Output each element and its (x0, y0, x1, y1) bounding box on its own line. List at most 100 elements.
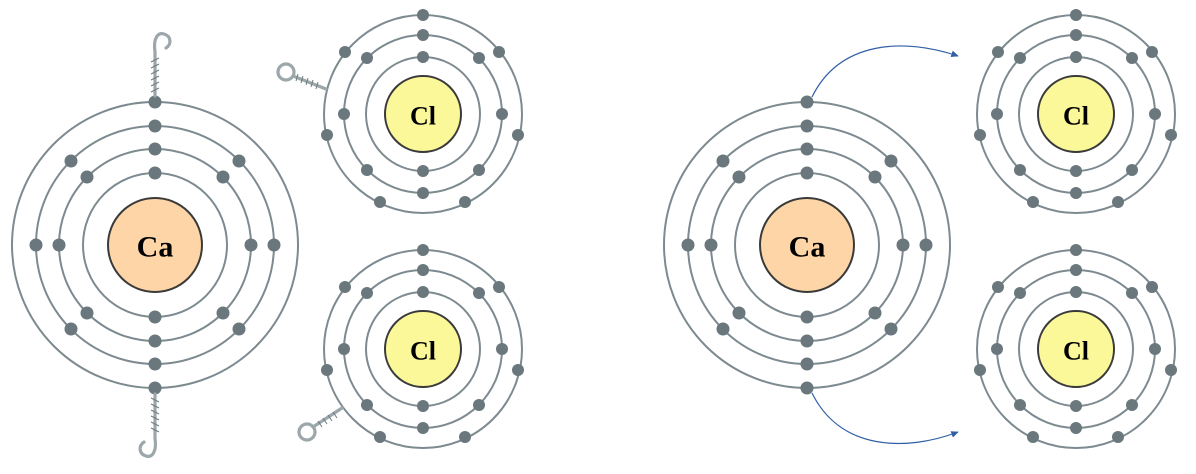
electron (1165, 364, 1177, 376)
electron (1070, 286, 1082, 298)
chlorine-symbol: Cl (1063, 102, 1089, 131)
electron (493, 281, 505, 293)
calcium-nucleus (759, 197, 855, 293)
electron (417, 264, 429, 276)
electron (1112, 431, 1124, 443)
chlorine-nucleus (1037, 75, 1115, 153)
electron (417, 400, 429, 412)
electron (800, 334, 814, 348)
electron (148, 357, 162, 371)
electron (473, 164, 485, 176)
hook-top-icon (150, 32, 172, 98)
electron (148, 381, 162, 395)
electron (800, 381, 814, 395)
electron-transfer-arrow-top (811, 45, 959, 98)
electron (1149, 343, 1161, 355)
electron (868, 306, 882, 320)
electron (974, 364, 986, 376)
chlorine-nucleus (1037, 310, 1115, 388)
electron (493, 46, 505, 58)
electron (321, 129, 333, 141)
eye-hook-icon (276, 62, 328, 91)
electron (992, 46, 1004, 58)
chlorine-atom-right-bottom: Cl (974, 244, 1177, 449)
electron (800, 142, 814, 156)
electron (374, 196, 386, 208)
chlorine-atom-left-top: Cl (321, 9, 524, 214)
calcium-electrons (29, 95, 281, 395)
electron (361, 399, 373, 411)
electron (244, 238, 258, 252)
electron (459, 196, 471, 208)
chlorine-nucleus (384, 75, 462, 153)
electron (459, 431, 471, 443)
electron (1070, 165, 1082, 177)
electron (800, 95, 814, 109)
electron (80, 170, 94, 184)
electron (338, 108, 350, 120)
calcium-symbol: Ca (789, 231, 826, 264)
electron (1165, 129, 1177, 141)
electron (417, 9, 429, 21)
electron (338, 343, 350, 355)
electron (800, 119, 814, 133)
electron (716, 154, 730, 168)
electron (1014, 52, 1026, 64)
calcium-symbol: Ca (137, 231, 174, 264)
electron (884, 154, 898, 168)
calcium-nucleus (107, 197, 203, 293)
electron (473, 399, 485, 411)
electron-transfer-arrow-bottom (811, 392, 959, 445)
electron (512, 129, 524, 141)
electron (473, 52, 485, 64)
electron (361, 52, 373, 64)
electron (339, 46, 351, 58)
electron (1070, 244, 1082, 256)
electron (361, 164, 373, 176)
electron (80, 306, 94, 320)
electron (1014, 399, 1026, 411)
electron (800, 357, 814, 371)
electron (868, 170, 882, 184)
electron (1146, 281, 1158, 293)
electron (148, 310, 162, 324)
electron (216, 306, 230, 320)
chlorine-symbol: Cl (410, 102, 436, 131)
electron (681, 238, 695, 252)
electron (991, 108, 1003, 120)
electron (148, 95, 162, 109)
electron (800, 166, 814, 180)
electron (232, 322, 246, 336)
electron (512, 364, 524, 376)
electron (1126, 399, 1138, 411)
electron (800, 310, 814, 324)
electron (1126, 287, 1138, 299)
electron (52, 238, 66, 252)
electron (1070, 51, 1082, 63)
electron (148, 334, 162, 348)
electron (704, 238, 718, 252)
electron (361, 287, 373, 299)
calcium-electrons (681, 95, 933, 395)
electron (1070, 29, 1082, 41)
electron (1070, 422, 1082, 434)
electron (1070, 187, 1082, 199)
electron (216, 170, 230, 184)
electron (496, 343, 508, 355)
eye-hook-icon (297, 406, 344, 442)
electron (896, 238, 910, 252)
electron (64, 154, 78, 168)
electron (417, 51, 429, 63)
electron (1126, 164, 1138, 176)
electron (1070, 9, 1082, 21)
electron (417, 286, 429, 298)
electron (1112, 196, 1124, 208)
electron (1070, 400, 1082, 412)
electron (417, 187, 429, 199)
calcium-atom-left: Ca (11, 95, 299, 395)
calcium-atom-right: Ca (663, 95, 951, 395)
electron (148, 142, 162, 156)
electron (148, 166, 162, 180)
chlorine-symbol: Cl (1063, 337, 1089, 366)
